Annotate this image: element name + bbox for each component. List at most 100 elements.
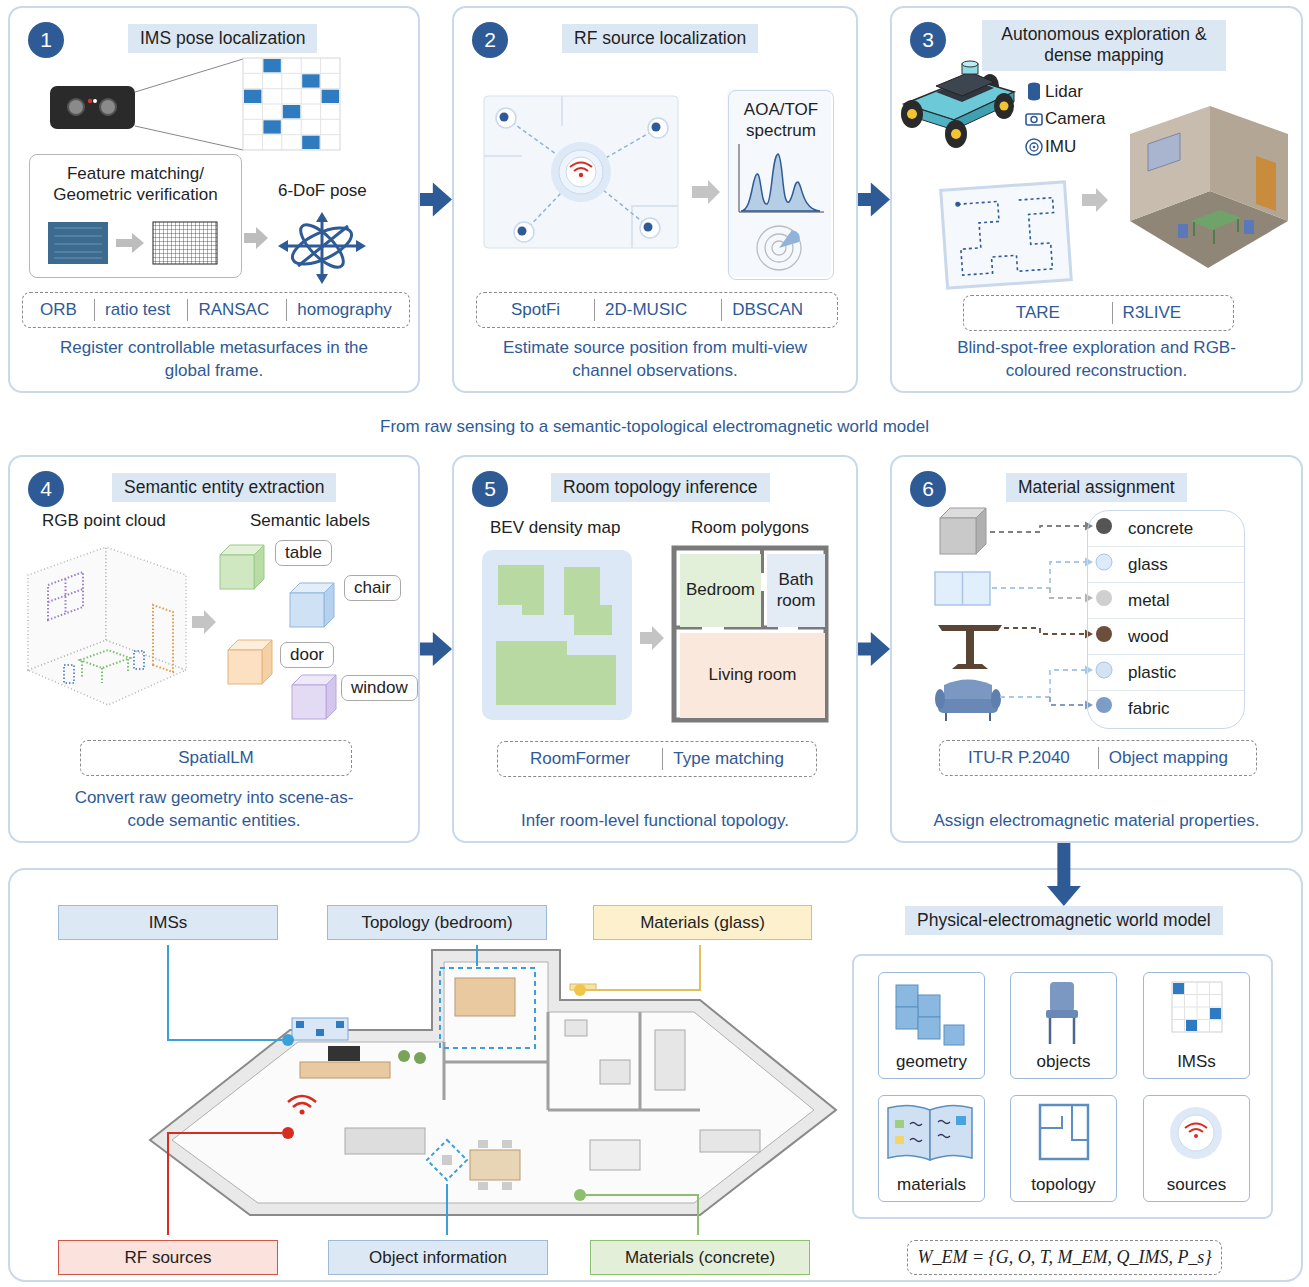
method-tags: TARE R3LIVE [963, 295, 1234, 331]
callout-box: Topology (bedroom) [327, 905, 547, 940]
flow-arrow [1047, 843, 1081, 906]
node-text: Register controllable metasurfaces in th… [50, 337, 378, 383]
flow-arrow [420, 632, 452, 666]
step-number: 6 [910, 471, 946, 507]
node-text: plastic [1088, 655, 1244, 691]
step-panel: Assign electromagnetic material properti… [890, 455, 1303, 843]
node-text: materials [897, 1175, 966, 1195]
node-text: RF source localization [574, 28, 746, 48]
label-text: Lidar [1045, 82, 1083, 101]
model-tile: IMSs [1143, 972, 1250, 1079]
room-polygon: Bath room [767, 554, 825, 627]
semantic-label: table [275, 540, 332, 566]
step-number: 2 [472, 22, 508, 58]
node-text: Estimate source position from multi-view… [494, 337, 816, 383]
node-text: topology [1031, 1175, 1095, 1195]
semantic-label: chair [344, 575, 401, 601]
node-text: wood [1088, 619, 1244, 655]
header-box: Semantic entity extraction [112, 473, 336, 502]
method-tags: ITU-R P.2040Object mapping [939, 740, 1257, 776]
callout-box: Materials (concrete) [590, 1240, 810, 1275]
node-text: Autonomous exploration & dense mapping [1001, 24, 1206, 65]
method-tags: ORBratio testRANSAChomography [22, 292, 410, 328]
node-text: SpotFi [501, 299, 570, 321]
process-box: Feature matching/ Geometric verification [29, 154, 242, 278]
node-text: RF sources [125, 1248, 212, 1268]
node-text: Type matching [662, 748, 794, 770]
node-text: chair [354, 578, 391, 597]
node-text: SpatialLM [168, 747, 264, 769]
flow-arrow [858, 632, 890, 666]
arrow-shaft [420, 193, 433, 206]
label-slot: Camera [1045, 109, 1105, 129]
method-tags: RoomFormerType matching [497, 741, 817, 777]
callout-box: Object information [328, 1240, 548, 1275]
node-text: Convert raw geometry into scene-as-code … [60, 787, 368, 833]
node-text: Materials (concrete) [625, 1248, 775, 1268]
label-slot: BEV density map [490, 518, 620, 538]
room-polygon: Living room [680, 633, 825, 718]
step-panel: Estimate source position from multi-view… [452, 6, 858, 393]
node-text: metal [1088, 583, 1244, 619]
method-tags: SpotFi 2D-MUSIC DBSCAN [476, 292, 838, 328]
node-text: fabric [1088, 691, 1244, 727]
step-panel: Blind-spot-free exploration and RGB-colo… [890, 6, 1303, 393]
process-box: AOA/TOF spectrum [728, 90, 834, 280]
node-text: 5 [484, 477, 496, 501]
node-text: Room topology inference [563, 477, 758, 497]
header-box: Material assignment [1006, 473, 1187, 502]
label-slot: Lidar [1045, 82, 1083, 102]
node-text: door [290, 645, 324, 664]
node-text: Bath room [767, 570, 825, 611]
header-box: Room topology inference [551, 473, 770, 502]
label-text: Semantic labels [250, 511, 370, 530]
arrow-head [433, 632, 452, 666]
node-text: 2D-MUSIC [594, 299, 697, 321]
label-slot: Semantic labels [250, 511, 370, 531]
node-text: homography [286, 299, 402, 321]
node-text: Object mapping [1098, 747, 1238, 769]
callout-box: IMSs [58, 905, 278, 940]
step-panel: Infer room-level functional topology.5Ro… [452, 455, 858, 843]
node-text: IMS pose localization [140, 28, 305, 48]
header-box: IMS pose localization [128, 24, 317, 53]
label-slot: RGB point cloud [42, 511, 166, 531]
node-text: Material assignment [1018, 477, 1175, 497]
header-box: Physical-electromagnetic world model [905, 906, 1223, 935]
node-text: 6 [922, 477, 934, 501]
node-text: concrete [1088, 511, 1244, 547]
formula-box: W_EM = {G, O, T, M_EM, Q_IMS, P_s} [907, 1240, 1222, 1275]
node-text: R3LIVE [1112, 302, 1192, 324]
node-text: 1 [40, 28, 52, 52]
arrow-shaft [858, 193, 871, 206]
node-text: Bedroom [686, 580, 755, 600]
node-text: Topology (bedroom) [361, 913, 512, 933]
node-text: glass [1088, 547, 1244, 583]
label-text: Room polygons [691, 518, 809, 537]
arrow-shaft [420, 643, 433, 656]
arrow-head [871, 183, 890, 217]
node-text: Assign electromagnetic material properti… [934, 810, 1260, 833]
label-text: BEV density map [490, 518, 620, 537]
node-text: 3 [922, 28, 934, 52]
arrow-shaft [1057, 843, 1070, 887]
material-list: concreteglassmetalwoodplasticfabric [1087, 510, 1245, 729]
flow-arrow [858, 183, 890, 217]
model-tile: objects [1010, 972, 1117, 1079]
node-text: TARE [1006, 302, 1070, 324]
node-text: Materials (glass) [640, 913, 765, 933]
step-number: 4 [28, 471, 64, 507]
callout-box: Materials (glass) [593, 905, 812, 940]
arrow-head [871, 632, 890, 666]
label-text: IMU [1045, 137, 1076, 156]
model-tile: geometry [878, 972, 985, 1079]
node-text: geometry [896, 1052, 967, 1072]
header-box: RF source localization [562, 24, 758, 53]
node-text: Infer room-level functional topology. [521, 810, 789, 833]
node-text: objects [1037, 1052, 1091, 1072]
node-text: DBSCAN [721, 299, 813, 321]
arrow-head [433, 183, 452, 217]
label-slot: 6-DoF pose [278, 181, 367, 201]
arrow-head [1047, 886, 1081, 906]
model-tile: topology [1010, 1095, 1117, 1202]
